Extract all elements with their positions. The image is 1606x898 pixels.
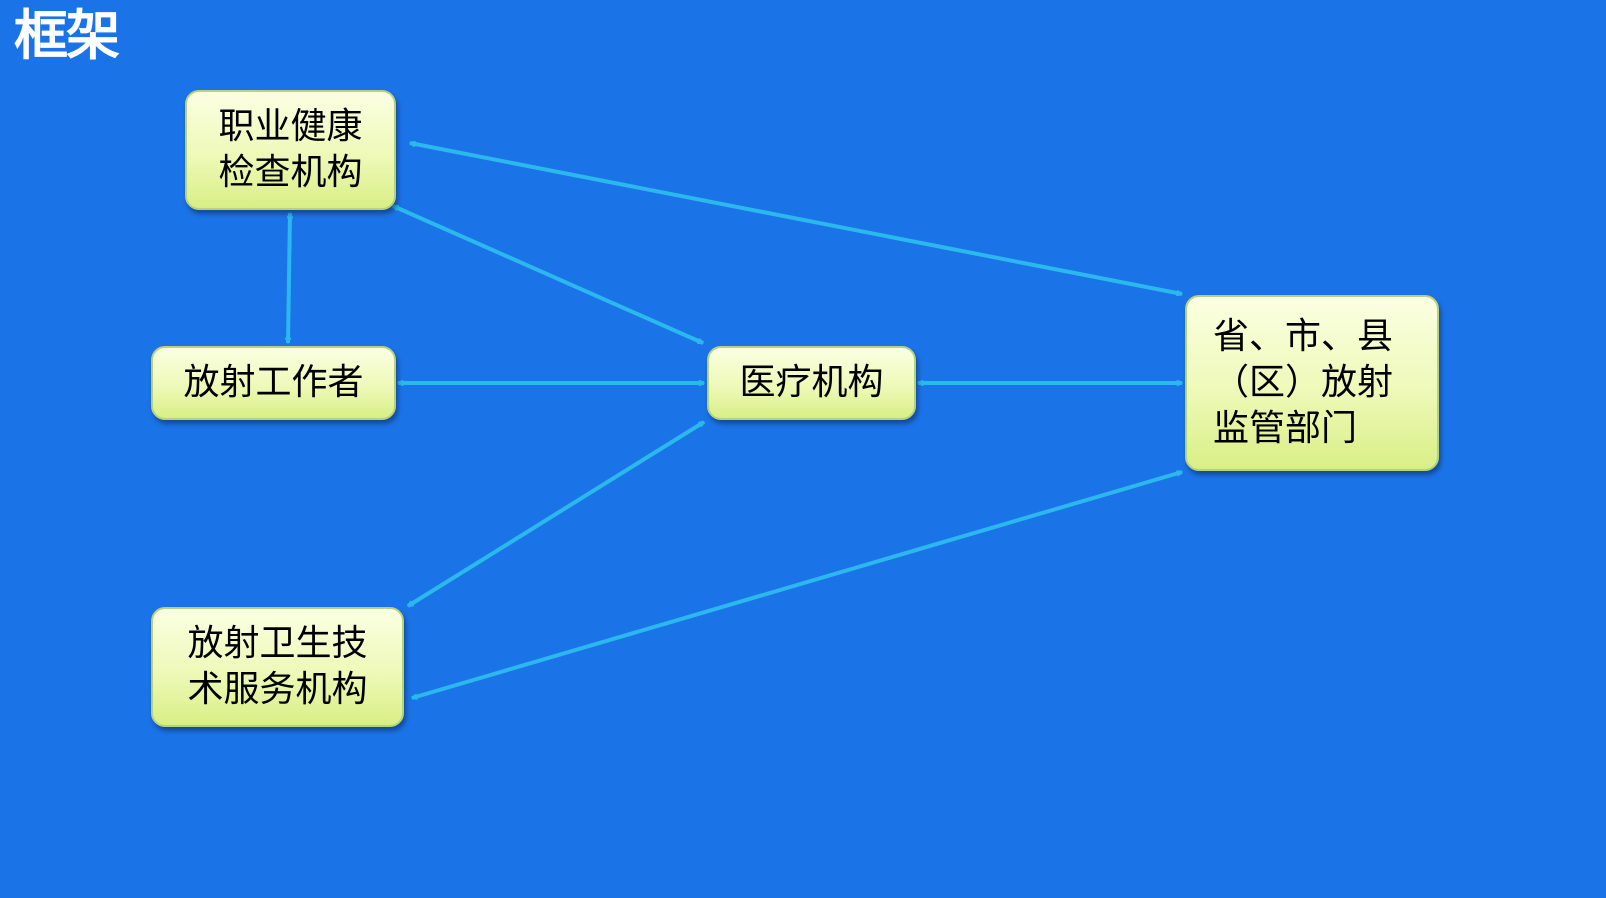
node-label-line: 放射工作者 <box>183 362 364 403</box>
arrow-regulator-tech-service <box>412 472 1182 698</box>
node-radiation-worker: 放射工作者 <box>151 346 396 420</box>
node-health-exam-institution: 职业健康 检查机构 <box>185 90 396 210</box>
node-label-line: 监管部门 <box>1213 408 1358 449</box>
arrow-medical-tech-service <box>408 420 704 608</box>
node-label-line: 术服务机构 <box>187 669 368 710</box>
node-label-line: 检查机构 <box>218 152 363 193</box>
arrow-health-exam-regulator <box>410 143 1182 294</box>
node-label-line: 放射卫生技 <box>187 623 368 664</box>
node-medical-institution: 医疗机构 <box>707 346 916 420</box>
node-label-line: （区）放射 <box>1213 362 1394 403</box>
arrow-health-exam-medical <box>393 204 703 345</box>
node-label-line: 医疗机构 <box>739 362 884 403</box>
arrow-health-exam-radiation-worker <box>288 213 290 343</box>
node-label-line: 职业健康 <box>218 106 363 147</box>
slide-title: 框架 <box>14 4 120 67</box>
node-radiation-hygiene-tech-service: 放射卫生技 术服务机构 <box>151 607 404 727</box>
node-label-line: 省、市、县 <box>1213 316 1394 357</box>
node-radiation-regulator: 省、市、县 （区）放射 监管部门 <box>1185 295 1439 471</box>
